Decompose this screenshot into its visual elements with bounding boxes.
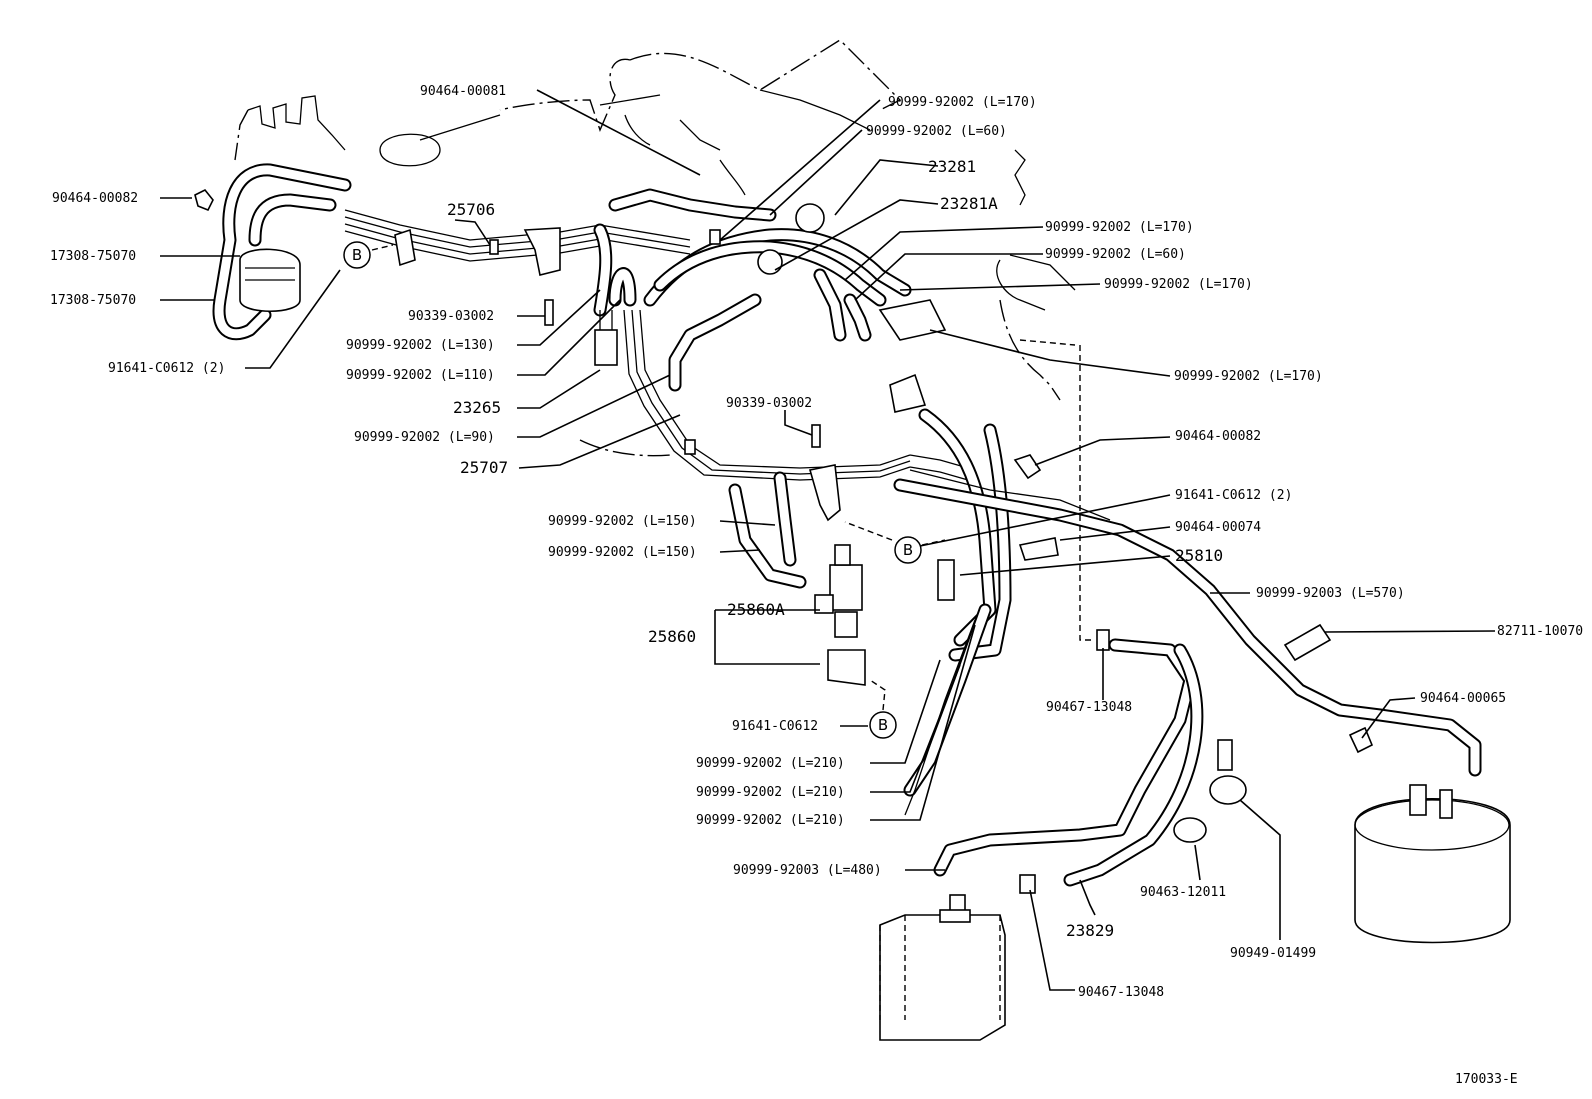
valve-25810 (937, 559, 955, 601)
label-90999-92002-l130: 90999-92002 (L=130) (346, 338, 495, 353)
label-23265: 23265 (453, 398, 501, 417)
label-25707: 25707 (460, 458, 508, 477)
label-90339-03002-b: 90339-03002 (726, 396, 812, 411)
label-90467-13048-b: 90467-13048 (1078, 985, 1164, 1000)
charcoal-canister-round (1354, 784, 1511, 944)
label-90464-00065: 90464-00065 (1420, 691, 1506, 706)
label-23829: 23829 (1066, 921, 1114, 940)
hose-clip-icon (194, 188, 214, 212)
hose-clamp-90949 (1209, 775, 1247, 805)
label-90464-00074: 90464-00074 (1175, 520, 1261, 535)
engine-outline (234, 39, 1076, 457)
ref-marker-b-3-label: B (878, 716, 888, 734)
label-90999-92002-l60-a: 90999-92002 (L=60) (866, 124, 1007, 139)
hose-routing (212, 163, 1482, 887)
label-90999-92002-l210-c: 90999-92002 (L=210) (696, 813, 845, 828)
part-number-labels: 90464-00081 90999-92002 (L=170) 90999-92… (50, 84, 1583, 1087)
valve-23281 (795, 203, 825, 233)
label-90464-00082-b: 90464-00082 (1175, 429, 1261, 444)
ref-marker-b-2-label: B (903, 541, 913, 559)
charcoal-canister-box (879, 894, 1006, 1041)
ref-marker-b-1-label: B (352, 246, 362, 264)
label-90339-03002-a: 90339-03002 (408, 309, 494, 324)
label-90999-92003-l480: 90999-92003 (L=480) (733, 863, 882, 878)
label-90464-00082-a: 90464-00082 (52, 191, 138, 206)
label-90999-92002-l170-c: 90999-92002 (L=170) (1104, 277, 1253, 292)
leader-lines (160, 89, 1496, 991)
label-90463-12011: 90463-12011 (1140, 885, 1226, 900)
hose-clip-icon (1013, 454, 1042, 480)
wire-clamp-82711 (1283, 623, 1332, 662)
vacuum-nozzle (544, 299, 554, 326)
hose-joint-90467 (1096, 629, 1110, 651)
label-90999-92002-l210-a: 90999-92002 (L=210) (696, 756, 845, 771)
label-17308-75070-b: 17308-75070 (50, 293, 136, 308)
figure-code: 170033-E (1455, 1072, 1518, 1087)
label-90999-92002-l170-b: 90999-92002 (L=170) (1045, 220, 1194, 235)
vacuum-nozzle (811, 424, 821, 448)
label-91641-c0612: 91641-C0612 (732, 719, 818, 734)
label-90999-92002-l110: 90999-92002 (L=110) (346, 368, 495, 383)
hose-band-90463 (1173, 817, 1207, 843)
label-90999-92002-l170-a: 90999-92002 (L=170) (888, 95, 1037, 110)
label-90999-92002-l150-b: 90999-92002 (L=150) (548, 545, 697, 560)
vsv-valve-25860A (829, 564, 863, 611)
label-90464-00081: 90464-00081 (420, 84, 506, 99)
label-90999-92002-l60-b: 90999-92002 (L=60) (1045, 247, 1186, 262)
valve-23281A (757, 249, 783, 275)
label-90999-92002-l150-a: 90999-92002 (L=150) (548, 514, 697, 529)
label-90467-13048-a: 90467-13048 (1046, 700, 1132, 715)
label-25706: 25706 (447, 200, 495, 219)
ref-marker-b-3 (869, 711, 897, 739)
hose-joint-90467 (1019, 874, 1036, 894)
hose-clip-icon (1348, 726, 1374, 754)
label-90999-92003-l570: 90999-92003 (L=570) (1256, 586, 1405, 601)
label-17308-75070-a: 17308-75070 (50, 249, 136, 264)
ref-marker-b-1 (343, 241, 371, 269)
label-90999-92002-l210-b: 90999-92002 (L=210) (696, 785, 845, 800)
label-25810: 25810 (1175, 546, 1223, 565)
label-91641-c0612-2-b: 91641-C0612 (2) (1175, 488, 1292, 503)
label-25860: 25860 (648, 627, 696, 646)
label-90949-01499: 90949-01499 (1230, 946, 1316, 961)
label-82711-10070: 82711-10070 (1497, 624, 1583, 639)
label-90999-92002-l170-d: 90999-92002 (L=170) (1174, 369, 1323, 384)
vsv-valve-23265 (594, 329, 618, 366)
label-90999-92002-l90: 90999-92002 (L=90) (354, 430, 495, 445)
hose-clip-icon (1018, 537, 1059, 561)
ref-marker-b-2 (894, 536, 922, 564)
parts-drawings (194, 188, 1511, 1041)
label-91641-c0612-2-a: 91641-C0612 (2) (108, 361, 225, 376)
label-25860a: 25860A (727, 600, 785, 619)
label-23281: 23281 (928, 157, 976, 176)
label-23281a: 23281A (940, 194, 998, 213)
